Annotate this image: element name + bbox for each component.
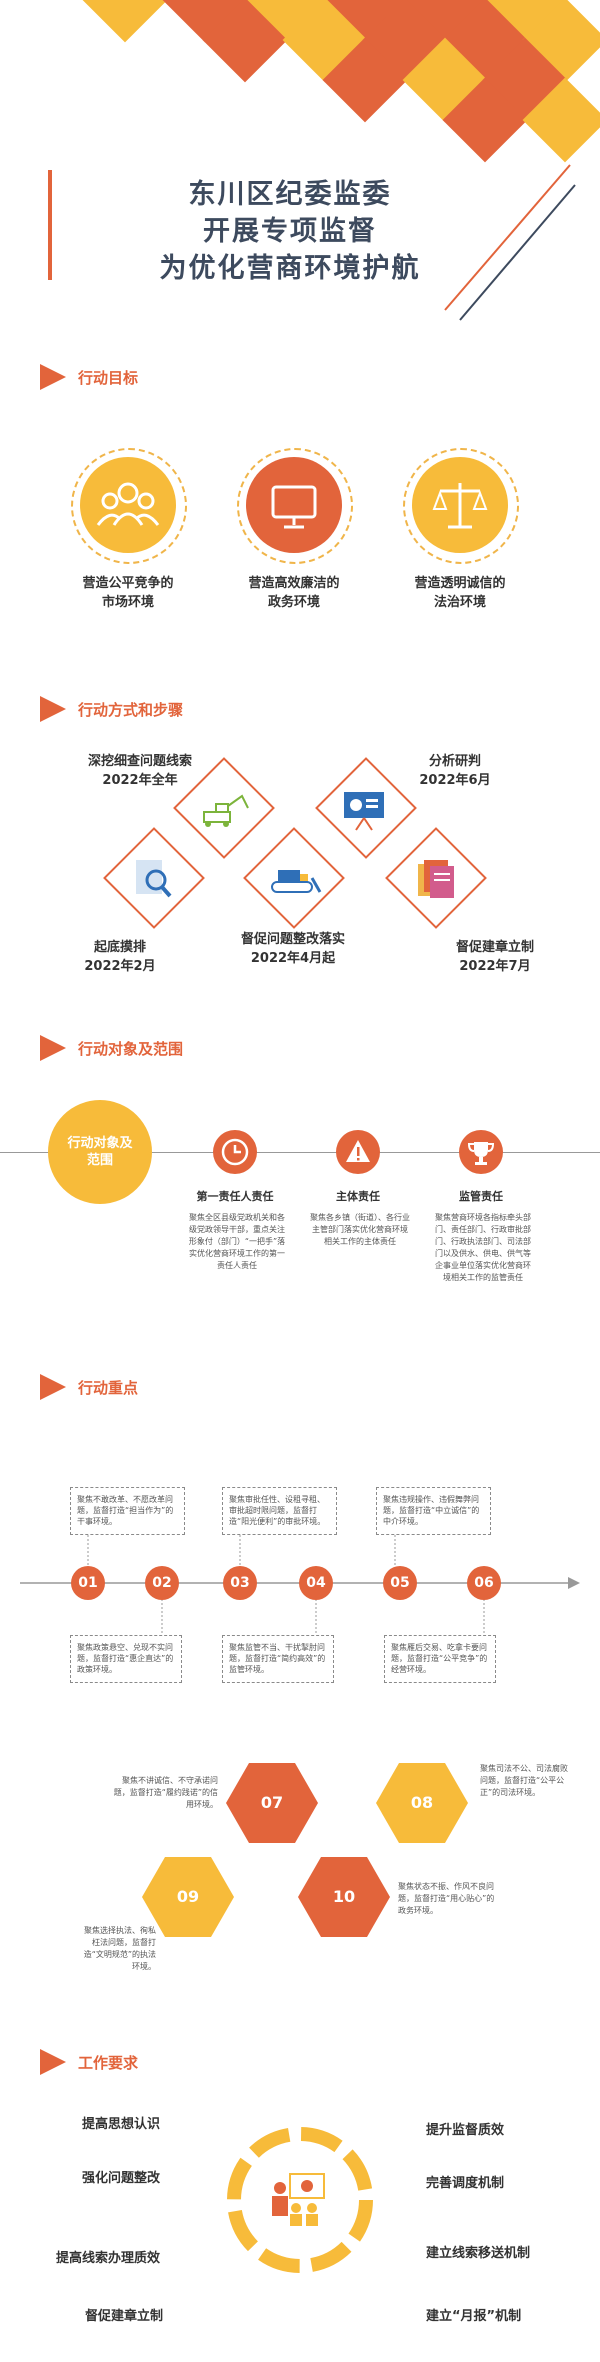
speaker-icon (272, 2173, 325, 2226)
hex-07: 07 (226, 1763, 318, 1843)
goal-ring (237, 448, 353, 564)
hex-10: 10 (298, 1857, 390, 1937)
clock-icon (221, 1138, 249, 1166)
goal-label: 营造透明诚信的法治环境 (414, 576, 506, 610)
section-title-scope: 行动对象及范围 (78, 1040, 184, 1058)
section-flag-icon (40, 1374, 66, 1400)
scope-item-desc: 聚焦各乡镇（街道）、各行业主管部门落实优化营商环境相关工作的主体责任 (310, 1213, 410, 1246)
requirement-item: 建立线索移送机制 (426, 2246, 531, 2261)
hex-08: 08 (376, 1763, 468, 1843)
section-flag-icon (40, 1035, 66, 1061)
documents-icon (418, 860, 454, 898)
focus-number: 06 (467, 1566, 501, 1600)
page-title-line-3: 为优化营商环境护航 (159, 253, 421, 284)
magnifier-icon (136, 860, 172, 898)
scope-item-title: 监管责任 (459, 1190, 503, 1203)
focus-box-bottom: 聚焦政策悬空、兑现不实问题，监督打造“惠企直达”的政策环境。 (70, 1635, 182, 1683)
scope-item-title: 第一责任人责任 (196, 1190, 274, 1203)
requirement-item: 完善调度机制 (426, 2176, 505, 2191)
scope-icon-circle (213, 1130, 257, 1174)
goal-ring (403, 448, 519, 564)
scope-item-desc: 聚焦营商环境各指标牵头部门、责任部门、行政审批部门、行政执法部门、司法部门以及供… (435, 1213, 531, 1282)
section-title-requirements: 工作要求 (78, 2054, 139, 2072)
scope-icon-circle (336, 1130, 380, 1174)
requirement-item: 督促建章立制 (85, 2309, 164, 2324)
focus-number: 03 (223, 1566, 257, 1600)
hex-text: 聚焦选择执法、徇私枉法问题，监督打造“文明规范”的执法环境。 (83, 1926, 156, 1971)
focus-number: 01 (71, 1566, 105, 1600)
requirement-item: 建立“月报”机制 (426, 2309, 522, 2324)
page-title-line-2: 开展专项监督 (203, 216, 377, 247)
focus-box-top: 聚焦违规操作、违假舞弊问题，监督打造“中立诚信”的中介环境。 (376, 1487, 491, 1535)
requirement-item: 强化问题整改 (82, 2171, 161, 2186)
goal-label: 营造公平竞争的市场环境 (82, 576, 174, 610)
monitor-icon (271, 485, 317, 529)
section-flag-icon (40, 696, 66, 722)
goal-ring (71, 448, 187, 564)
section-title-goals: 行动目标 (78, 369, 139, 387)
section-flag-icon (40, 2049, 66, 2075)
focus-box-bottom: 聚焦雁后交易、吃拿卡要问题，监督打造“公平竞争”的经营环境。 (384, 1635, 496, 1683)
section-flag-icon (40, 364, 66, 390)
section-title-focus: 行动重点 (78, 1379, 139, 1397)
goal-circle (246, 457, 342, 553)
excavator-icon (203, 794, 249, 827)
hex-text: 聚焦司法不公、司法腐败问题，监督打造“公平公正”的司法环境。 (480, 1764, 568, 1797)
hex-text: 聚焦不讲诚信、不守承诺问题，监督打造“履约践诺”的信用环境。 (113, 1776, 218, 1809)
title-left-bar (48, 170, 52, 280)
requirements-ring (227, 2127, 373, 2273)
scope-item-title: 主体责任 (336, 1190, 380, 1203)
focus-number: 04 (299, 1566, 333, 1600)
section-title-steps: 行动方式和步骤 (78, 701, 184, 719)
focus-connectors (87, 1535, 485, 1635)
title-diagonal-lines (444, 164, 576, 321)
scales-icon (432, 483, 488, 529)
warning-icon (346, 1140, 370, 1162)
hex-text: 聚焦状态不振、作风不良问题，监督打造“用心贴心”的政务环境。 (398, 1882, 495, 1915)
scope-badge: 行动对象及范围 (48, 1100, 152, 1204)
trophy-icon (467, 1142, 495, 1165)
hex-09: 09 (142, 1857, 234, 1937)
scope-icon-circle (459, 1130, 503, 1174)
goal-circle (80, 457, 176, 553)
goal-circle (412, 457, 508, 553)
bulldozer-icon (271, 870, 322, 893)
focus-box-bottom: 聚焦监管不当、干扰掣肘问题，监督打造“简约高效”的监管环境。 (222, 1635, 334, 1683)
presentation-icon (344, 792, 384, 831)
people-icon (96, 482, 160, 526)
scope-timeline-line (0, 1152, 600, 1153)
focus-number: 05 (383, 1566, 417, 1600)
focus-number: 02 (145, 1566, 179, 1600)
header-diamond-pattern (82, 0, 600, 163)
requirement-item: 提高线索办理质效 (56, 2251, 161, 2266)
requirement-item: 提升监督质效 (426, 2123, 505, 2138)
page-title-line-1: 东川区纪委监委 (188, 179, 392, 210)
focus-box-top: 聚焦审批任性、设租寻租、审批超时限问题，监督打造“阳光便利”的审批环境。 (222, 1487, 337, 1535)
scope-item-desc: 聚焦全区县级党政机关和各级党政领导干部，重点关注形象付（部门）“一把手”落实优化… (188, 1213, 286, 1270)
requirement-item: 提高思想认识 (82, 2117, 161, 2132)
goal-label: 营造高效廉洁的政务环境 (248, 576, 340, 610)
focus-box-top: 聚焦不敢改革、不愿改革问题，监督打造“担当作为”的干事环境。 (70, 1487, 185, 1535)
